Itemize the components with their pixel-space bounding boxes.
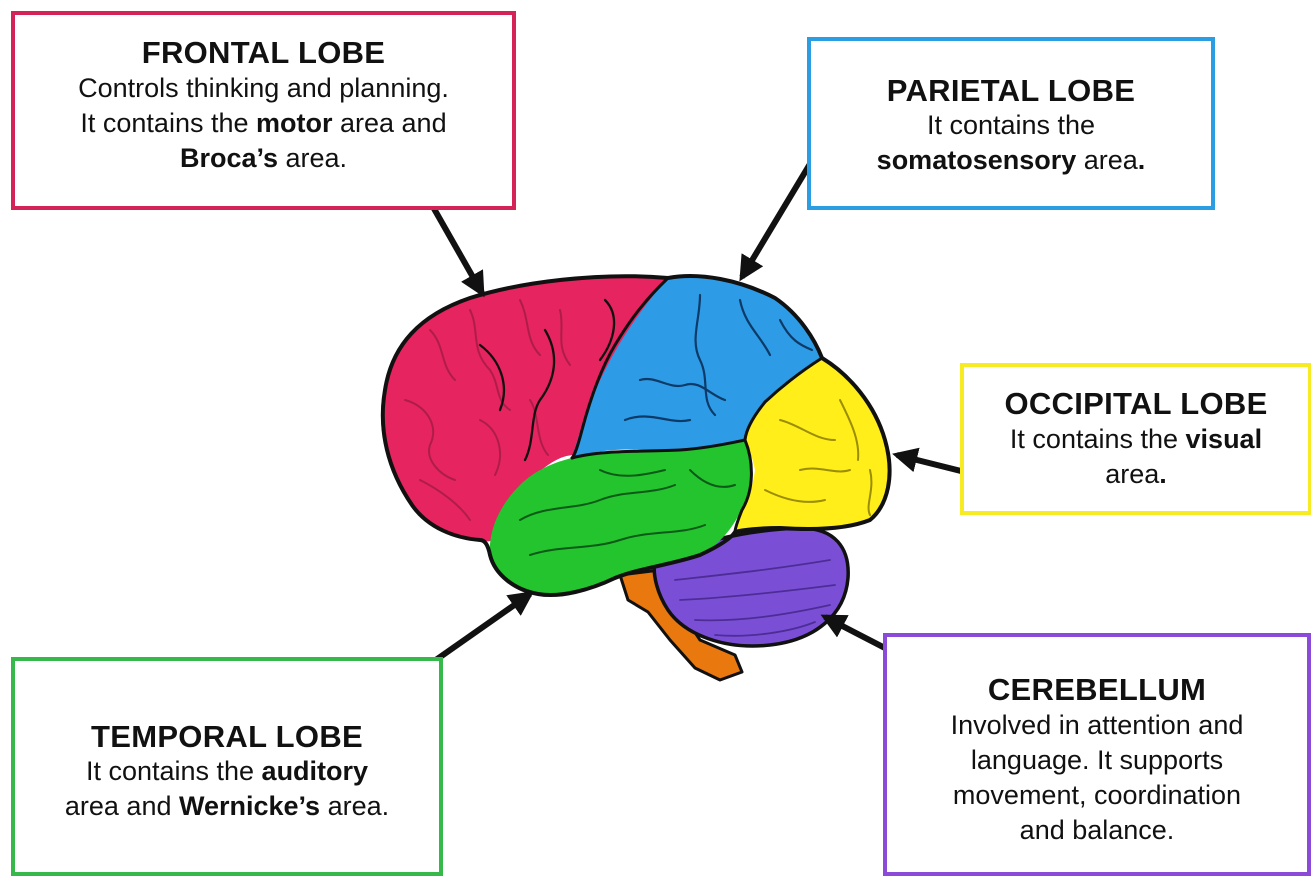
- frontal-line3-suffix: area.: [278, 143, 347, 173]
- visual-term: visual: [1186, 424, 1263, 454]
- parietal-lobe-title: PARIETAL LOBE: [887, 73, 1135, 109]
- occipital-line2-period: .: [1159, 459, 1167, 489]
- frontal-lobe-line-2: It contains the motor area and: [80, 106, 446, 141]
- occipital-line1-text: It contains the: [1010, 424, 1186, 454]
- temporal-lobe-box: TEMPORAL LOBE It contains the auditory a…: [11, 657, 443, 876]
- temporal-lobe-title: TEMPORAL LOBE: [91, 719, 363, 755]
- cerebellum-line-1: Involved in attention and: [951, 708, 1244, 743]
- occipital-lobe-line-1: It contains the visual: [1010, 422, 1262, 457]
- parietal-line2-suffix: area: [1076, 145, 1138, 175]
- cerebellum-line-3: movement, coordination: [953, 778, 1241, 813]
- cerebellum-box: CEREBELLUM Involved in attention and lan…: [883, 633, 1311, 876]
- cerebellum-title: CEREBELLUM: [988, 672, 1206, 708]
- frontal-lobe-line-3: Broca’s area.: [180, 141, 347, 176]
- temporal-lobe-line-1: It contains the auditory: [86, 754, 368, 789]
- wernickes-term: Wernicke’s: [179, 791, 320, 821]
- frontal-lobe-line-1: Controls thinking and planning.: [78, 71, 449, 106]
- temporal-lobe-line-2: area and Wernicke’s area.: [65, 789, 389, 824]
- frontal-lobe-box: FRONTAL LOBE Controls thinking and plann…: [11, 11, 516, 210]
- frontal-line2-suffix: area and: [333, 108, 447, 138]
- occipital-lobe-box: OCCIPITAL LOBE It contains the visual ar…: [960, 363, 1311, 515]
- parietal-lobe-box: PARIETAL LOBE It contains the somatosens…: [807, 37, 1215, 210]
- cerebellum-line-4: and balance.: [1020, 813, 1175, 848]
- auditory-term: auditory: [262, 756, 369, 786]
- parietal-lobe-line-1: It contains the: [927, 108, 1095, 143]
- temporal-line1-text: It contains the: [86, 756, 262, 786]
- temporal-line2-suffix: area.: [320, 791, 389, 821]
- occipital-lobe-line-2: area.: [1105, 457, 1167, 492]
- temporal-line2-text: area and: [65, 791, 179, 821]
- somatosensory-term: somatosensory: [877, 145, 1077, 175]
- parietal-lobe-line-2: somatosensory area.: [877, 143, 1146, 178]
- parietal-line2-period: .: [1138, 145, 1146, 175]
- cerebellum-line-2: language. It supports: [971, 743, 1223, 778]
- occipital-lobe-title: OCCIPITAL LOBE: [1004, 386, 1267, 422]
- brocas-term: Broca’s: [180, 143, 278, 173]
- motor-term: motor: [256, 108, 333, 138]
- occipital-line2-text: area: [1105, 459, 1159, 489]
- frontal-lobe-title: FRONTAL LOBE: [142, 35, 386, 71]
- frontal-line2-text: It contains the: [80, 108, 256, 138]
